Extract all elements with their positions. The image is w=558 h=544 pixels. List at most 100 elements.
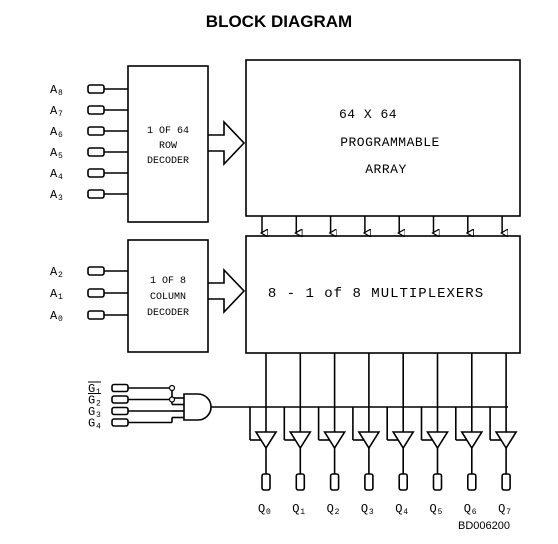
output-pin-4 [398, 473, 409, 491]
column-input-2-subscript: 2 [58, 271, 63, 280]
column-decoder-arrow [208, 268, 246, 314]
output-label-4-letter: Q [395, 502, 402, 516]
row-input-4-subscript: 4 [58, 173, 63, 182]
gate-input-2-pin [111, 395, 129, 404]
column-input-0-pin [87, 310, 105, 320]
output-pin-2 [329, 473, 340, 491]
output-label-5-subscript: 5 [438, 508, 443, 517]
column-decoder-line3: DECODER [147, 308, 189, 319]
row-decoder-line3: DECODER [147, 156, 189, 167]
output-pin-3 [364, 473, 374, 491]
output-label-5-letter: Q [430, 502, 437, 516]
row-input-8-subscript: 8 [58, 89, 63, 98]
row-input-6-pin [87, 126, 105, 136]
output-label-7-letter: Q [498, 502, 505, 516]
multiplexer-box [245, 235, 521, 354]
array-line2: PROGRAMMABLE [340, 135, 440, 150]
array-to-mux-arrows [262, 216, 502, 233]
row-input-8-letter: A [50, 83, 58, 97]
output-label-3-letter: Q [361, 502, 368, 516]
array-line3: ARRAY [365, 162, 407, 177]
reference-code: BD006200 [458, 520, 510, 532]
row-decoder-line2: ROW [159, 141, 177, 152]
column-input-0-subscript: 0 [58, 315, 63, 324]
row-decoder-line1: 1 OF 64 [147, 126, 189, 137]
row-decoder-arrow [208, 120, 246, 166]
output-pin-5 [432, 473, 443, 491]
row-input-6-subscript: 6 [58, 131, 63, 140]
output-label-2-letter: Q [327, 502, 334, 516]
column-input-2-pin [87, 266, 105, 276]
gate-input-2-inversion [168, 396, 176, 403]
multiplexer-label: 8 - 1 of 8 MULTIPLEXERS [268, 286, 484, 302]
gate-input-4-letter: G [88, 417, 95, 431]
output-label-7-subscript: 7 [506, 508, 511, 517]
gate-input-2-letter: G [88, 394, 95, 408]
column-input-2-letter: A [50, 265, 58, 279]
output-pin-6 [466, 473, 477, 491]
gate-input-1-subscript: 1 [96, 388, 101, 397]
column-input-1-subscript: 1 [58, 293, 63, 302]
gate-input-4-pin [111, 418, 129, 427]
output-label-1-letter: Q [292, 502, 299, 516]
row-input-6-letter: A [50, 125, 58, 139]
row-input-5-letter: A [50, 146, 58, 160]
output-label-1-subscript: 1 [300, 508, 305, 517]
and-gate [183, 393, 212, 421]
output-label-2-subscript: 2 [335, 508, 340, 517]
column-input-1-letter: A [50, 287, 58, 301]
diagram-title: BLOCK DIAGRAM [206, 12, 352, 31]
gate-input-1-inversion [168, 384, 176, 392]
array-line1: 64 X 64 [339, 107, 397, 122]
row-input-3-letter: A [50, 188, 58, 202]
output-label-6-subscript: 6 [472, 508, 477, 517]
row-input-8-pin [87, 84, 105, 94]
column-decoder-line2: COLUMN [150, 292, 186, 303]
gate-input-4-subscript: 4 [96, 423, 101, 432]
row-decoder-box [127, 65, 209, 223]
output-pin-1 [295, 473, 306, 491]
output-label-0-subscript: 0 [266, 508, 271, 517]
row-input-3-pin [87, 189, 105, 199]
output-pin-7 [501, 473, 511, 491]
column-input-1-pin [87, 288, 105, 298]
row-input-7-subscript: 7 [58, 110, 63, 119]
output-label-3-subscript: 3 [369, 508, 374, 517]
output-pin-0 [261, 473, 271, 491]
gate-input-1-pin [111, 383, 129, 393]
gate-input-3-letter: G [88, 405, 95, 419]
row-input-4-pin [87, 168, 105, 178]
gate-input-3-subscript: 3 [96, 411, 101, 420]
gate-input-2-subscript: 2 [96, 400, 101, 409]
output-label-4-subscript: 4 [403, 508, 408, 517]
